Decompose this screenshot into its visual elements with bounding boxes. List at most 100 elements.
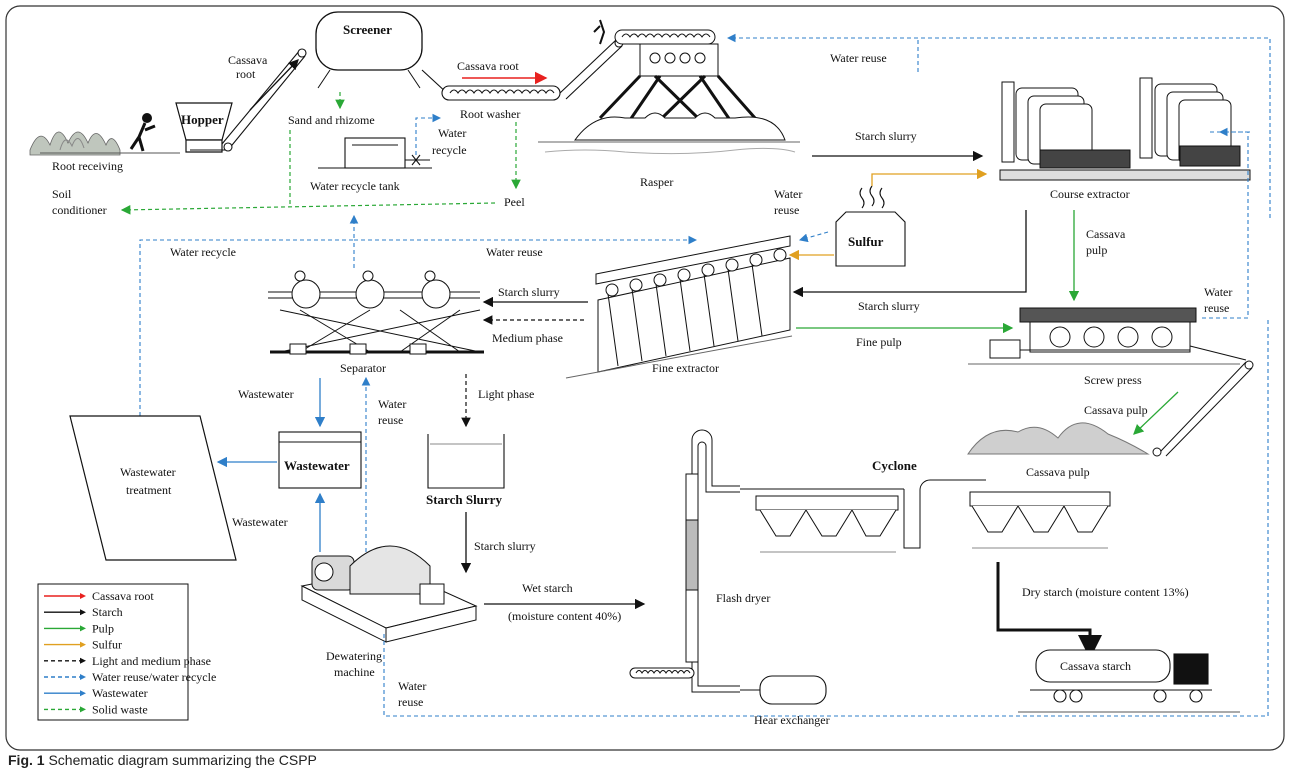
caption-prefix: Fig. 1 bbox=[8, 752, 45, 768]
root-washer bbox=[421, 38, 624, 101]
starch-slurry-label-2: Starch slurry bbox=[858, 299, 920, 313]
sulfur-label: Sulfur bbox=[848, 234, 884, 249]
legend-item: Water reuse/water recycle bbox=[44, 670, 216, 684]
legend-item: Sulfur bbox=[44, 638, 122, 652]
starch-slurry-label-3: Starch slurry bbox=[498, 285, 560, 299]
peel-label: Peel bbox=[504, 195, 525, 209]
soil-label-2: conditioner bbox=[52, 203, 107, 217]
water-recycle-left bbox=[139, 214, 359, 416]
water-reuse-right-b: reuse bbox=[1204, 301, 1229, 315]
starch-slurry-label-4: Starch slurry bbox=[474, 539, 536, 553]
dry-starch-label: Dry starch (moisture content 13%) bbox=[1022, 585, 1189, 599]
legend-label: Wastewater bbox=[92, 686, 148, 700]
rasper-label: Rasper bbox=[640, 175, 673, 189]
water-reuse-mid-b: reuse bbox=[774, 203, 799, 217]
conveyor-1 bbox=[190, 48, 307, 152]
water-recycle-label-b: recycle bbox=[432, 143, 467, 157]
heat-exchanger bbox=[740, 675, 827, 705]
legend-label: Cassava root bbox=[92, 589, 154, 603]
water-recycle-label-a: Water bbox=[438, 126, 466, 140]
sulfur-container bbox=[835, 185, 906, 267]
cassava-root-label-1b: root bbox=[236, 67, 256, 81]
moisture-40-label: (moisture content 40%) bbox=[508, 609, 621, 623]
truck-label: Cassava starch bbox=[1060, 659, 1131, 673]
cassava-pulp-label-b: pulp bbox=[1086, 243, 1107, 257]
water-reuse-top-label: Water reuse bbox=[830, 51, 887, 65]
starch-truck bbox=[1018, 649, 1240, 713]
wastewater-label-1: Wastewater bbox=[238, 387, 294, 401]
screw-press bbox=[968, 307, 1254, 457]
dewatering-label-2: machine bbox=[334, 665, 375, 679]
course-extractor bbox=[999, 77, 1251, 181]
cyclone bbox=[740, 479, 1111, 553]
water-recycle-arrow-1 bbox=[415, 113, 442, 155]
water-reuse-right-a: Water bbox=[1204, 285, 1232, 299]
rasper bbox=[538, 19, 800, 155]
wastewater-treatment bbox=[69, 415, 237, 561]
legend-arrowhead bbox=[80, 593, 86, 599]
water-reuse-bottom bbox=[383, 320, 1269, 717]
medium-phase-label: Medium phase bbox=[492, 331, 563, 345]
hopper bbox=[175, 102, 233, 153]
legend-label: Solid waste bbox=[92, 702, 148, 716]
cassava-pulp-pile bbox=[967, 422, 1150, 455]
screener bbox=[315, 11, 423, 89]
fine-pulp-label: Fine pulp bbox=[856, 335, 902, 349]
water-reuse-top bbox=[726, 33, 1271, 218]
heat-exchanger-label: Hear exchanger bbox=[754, 713, 830, 727]
legend-label: Water reuse/water recycle bbox=[92, 670, 216, 684]
water-reuse-bottom-a: Water bbox=[398, 679, 426, 693]
water-reuse-to-fine bbox=[798, 231, 829, 243]
cassava-root-label-1a: Cassava bbox=[228, 53, 268, 67]
sulfur-arrow-course bbox=[871, 168, 988, 186]
legend-label: Sulfur bbox=[92, 638, 122, 652]
hopper-label: Hopper bbox=[181, 112, 224, 127]
legend-arrowhead bbox=[80, 609, 86, 616]
water-reuse-mid-a: Water bbox=[774, 187, 802, 201]
course-extractor-label: Course extractor bbox=[1050, 187, 1130, 201]
legend-item: Solid waste bbox=[44, 702, 148, 716]
water-reuse-dw-a: Water bbox=[378, 397, 406, 411]
legend-label: Light and medium phase bbox=[92, 654, 211, 668]
root-receiving-group bbox=[29, 113, 180, 156]
light-phase-label: Light phase bbox=[478, 387, 534, 401]
wastewater-treatment-label-1: Wastewater bbox=[120, 465, 176, 479]
dry-starch-arrow bbox=[996, 562, 1102, 659]
cassava-pulp-pile-label: Cassava pulp bbox=[1026, 465, 1090, 479]
water-reuse-dw-b: reuse bbox=[378, 413, 403, 427]
legend-item: Cassava root bbox=[44, 589, 154, 603]
legend-label: Pulp bbox=[92, 621, 114, 635]
legend-box bbox=[37, 583, 189, 721]
water-reuse-bottom-b: reuse bbox=[398, 695, 423, 709]
separator bbox=[268, 270, 484, 355]
legend-item: Wastewater bbox=[44, 686, 148, 700]
root-washer-label: Root washer bbox=[460, 107, 520, 121]
water-recycle-left-label: Water recycle bbox=[170, 245, 236, 259]
legend-arrowhead bbox=[80, 657, 86, 664]
figure-border bbox=[5, 5, 1285, 751]
separator-label: Separator bbox=[340, 361, 386, 375]
legend-arrowhead bbox=[80, 690, 86, 697]
cassava-pulp-label-2: Cassava pulp bbox=[1084, 403, 1148, 417]
legend-item: Pulp bbox=[44, 621, 114, 635]
legend-item: Starch bbox=[44, 605, 123, 619]
water-reuse-mid bbox=[1200, 131, 1249, 319]
legend-label: Starch bbox=[92, 605, 123, 619]
legend-arrowhead bbox=[80, 674, 86, 680]
wastewater-label-2: Wastewater bbox=[232, 515, 288, 529]
starch-slurry-tank bbox=[427, 434, 505, 489]
dewatering-machine bbox=[300, 545, 478, 643]
water-reuse-sep-label: Water reuse bbox=[486, 245, 543, 259]
cassava-root-arrow-1 bbox=[249, 59, 299, 111]
legend-arrowhead bbox=[80, 625, 86, 632]
caption-text: Schematic diagram summarizing the CSPP bbox=[48, 752, 317, 768]
dewatering-label-1: Dewatering bbox=[326, 649, 382, 663]
flash-dryer-label: Flash dryer bbox=[716, 591, 770, 605]
wastewater-treatment-label-2: treatment bbox=[126, 483, 172, 497]
wastewater-tank-label: Wastewater bbox=[284, 458, 350, 473]
legend-arrowhead bbox=[80, 706, 86, 713]
flash-dryer bbox=[629, 429, 740, 693]
cassava-pulp-arrow-2 bbox=[1133, 391, 1179, 435]
